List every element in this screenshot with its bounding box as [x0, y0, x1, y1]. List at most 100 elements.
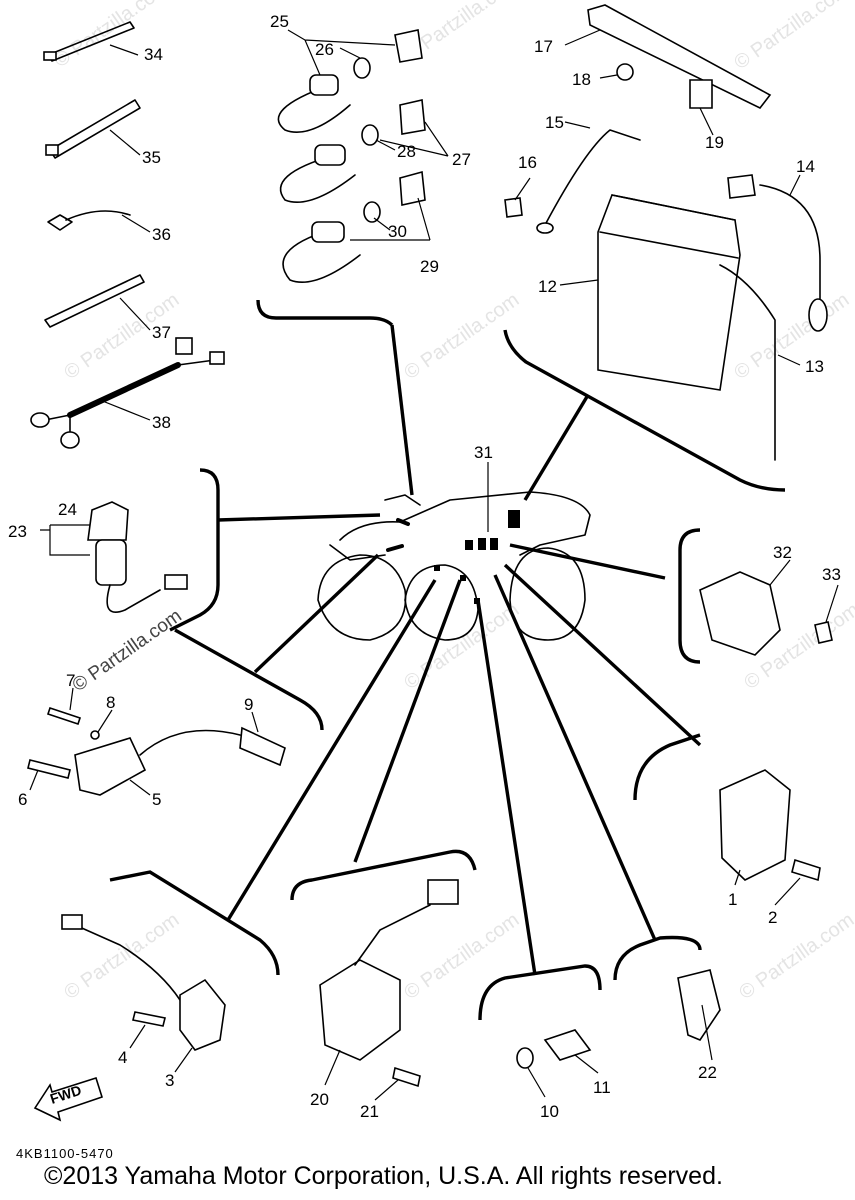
label-leader [350, 197, 431, 241]
watermark: © Partzilla.com [400, 909, 523, 1004]
rectifier-regulator-20 [319, 959, 401, 1061]
part-label: 33 [822, 565, 841, 584]
sub-wire-harness [30, 337, 225, 449]
part-label: 32 [773, 543, 792, 562]
harness-connector [209, 351, 225, 365]
part-label: 11 [593, 1078, 611, 1097]
main-switch-lead [106, 584, 161, 613]
bracket-plug-caps [256, 299, 394, 327]
cdi-unit-1 [719, 769, 791, 881]
part-label: 9 [244, 695, 253, 714]
label-leaders [29, 29, 839, 1101]
label-leader [699, 107, 714, 136]
part-label: 19 [705, 133, 724, 152]
neutral-switch-11 [543, 1029, 592, 1061]
cable-terminal [536, 222, 554, 234]
damper-18 [616, 63, 634, 81]
atv-body [339, 491, 591, 556]
ignition-coil-group [27, 706, 286, 796]
band-37 [44, 274, 145, 328]
label-leader [374, 1079, 399, 1101]
cap-28 [361, 124, 379, 146]
rectifier-lead [354, 904, 431, 966]
watermark: © Partzilla.com [730, 289, 853, 384]
label-leader [109, 129, 141, 156]
part-label: 7 [66, 671, 75, 690]
washer-8 [90, 730, 100, 740]
watermark: © Partzilla.com [735, 909, 855, 1004]
cover-22 [677, 969, 721, 1041]
cap-27-boot [399, 99, 426, 135]
label-leader [29, 769, 39, 791]
cap-30 [363, 201, 381, 223]
bracket-cdi-unit [633, 733, 701, 801]
part-label: 38 [152, 413, 171, 432]
battery-top-edge [599, 231, 739, 259]
battery-bracket [587, 4, 772, 110]
leader-line [226, 579, 437, 921]
hightension-cord [277, 84, 351, 134]
label-leader [129, 779, 151, 796]
label-leader [69, 687, 74, 711]
label-leader [599, 74, 618, 79]
atv-relay-mark [465, 540, 473, 550]
battery-group [504, 129, 828, 461]
plug-caps [277, 29, 426, 284]
battery-cable-15 [544, 129, 641, 226]
label-leader [777, 354, 801, 366]
atv-coil-mark [434, 565, 440, 571]
label-leader [129, 1024, 146, 1049]
label-leader [514, 177, 531, 201]
label-leader [574, 1054, 599, 1074]
battery-cable-14 [759, 184, 821, 301]
label-leader [701, 1004, 713, 1061]
copyright-notice: ©2013 Yamaha Motor Corporation, U.S.A. A… [44, 1162, 723, 1190]
bracket-neutral-switch [478, 964, 602, 1021]
wire-bands [43, 21, 145, 328]
atv-rear-wheel [509, 547, 586, 641]
part-label: 1 [728, 890, 737, 909]
main-switch-23-body [95, 539, 127, 586]
gasket-10 [516, 1047, 534, 1069]
pickup-coil-connector [61, 914, 83, 930]
leader-line [217, 513, 381, 522]
bracket-17 [587, 4, 772, 110]
label-leader [734, 869, 741, 886]
part-label: 5 [152, 790, 161, 809]
label-leader [559, 279, 599, 286]
leader-line [390, 324, 414, 496]
atv-handlebar [384, 494, 421, 506]
bolt-4 [132, 1011, 166, 1027]
harness-branch [177, 359, 216, 366]
clamp-36-head [47, 214, 73, 231]
bracket-ignition-coil [174, 628, 324, 731]
diagram-code: 4KB1100-5470 [16, 1146, 114, 1161]
battery-top-edge [611, 194, 736, 221]
harness-connector [30, 412, 50, 428]
watermark: © Partzilla.com [69, 605, 186, 696]
label-leader [774, 877, 801, 906]
bracket-relay-cover [613, 935, 702, 981]
battery-12 [597, 194, 741, 391]
cable-14-terminal [727, 174, 756, 199]
cdi-unit-group [719, 769, 821, 882]
atv-neutral-mark [474, 598, 480, 604]
relay-cover-group [677, 969, 721, 1041]
starter-relay-group [699, 571, 833, 656]
bracket-rectifier [290, 849, 477, 901]
bracket-pickup-coil [109, 870, 280, 976]
leader-line [476, 599, 537, 976]
part-label: 36 [152, 225, 171, 244]
part-label: 28 [397, 142, 416, 161]
atv-front-wheel [317, 554, 407, 641]
bracket-battery [503, 329, 786, 492]
leader-line [503, 563, 702, 747]
neutral-switch-group [516, 1029, 592, 1069]
watermark: © Partzilla.com [400, 599, 523, 694]
bolt-16 [504, 197, 523, 218]
main-switch-24 [87, 501, 129, 541]
part-label: 21 [360, 1102, 379, 1121]
cap-26 [353, 57, 371, 79]
leader-line [523, 394, 590, 501]
cap-29-boot [399, 170, 426, 206]
